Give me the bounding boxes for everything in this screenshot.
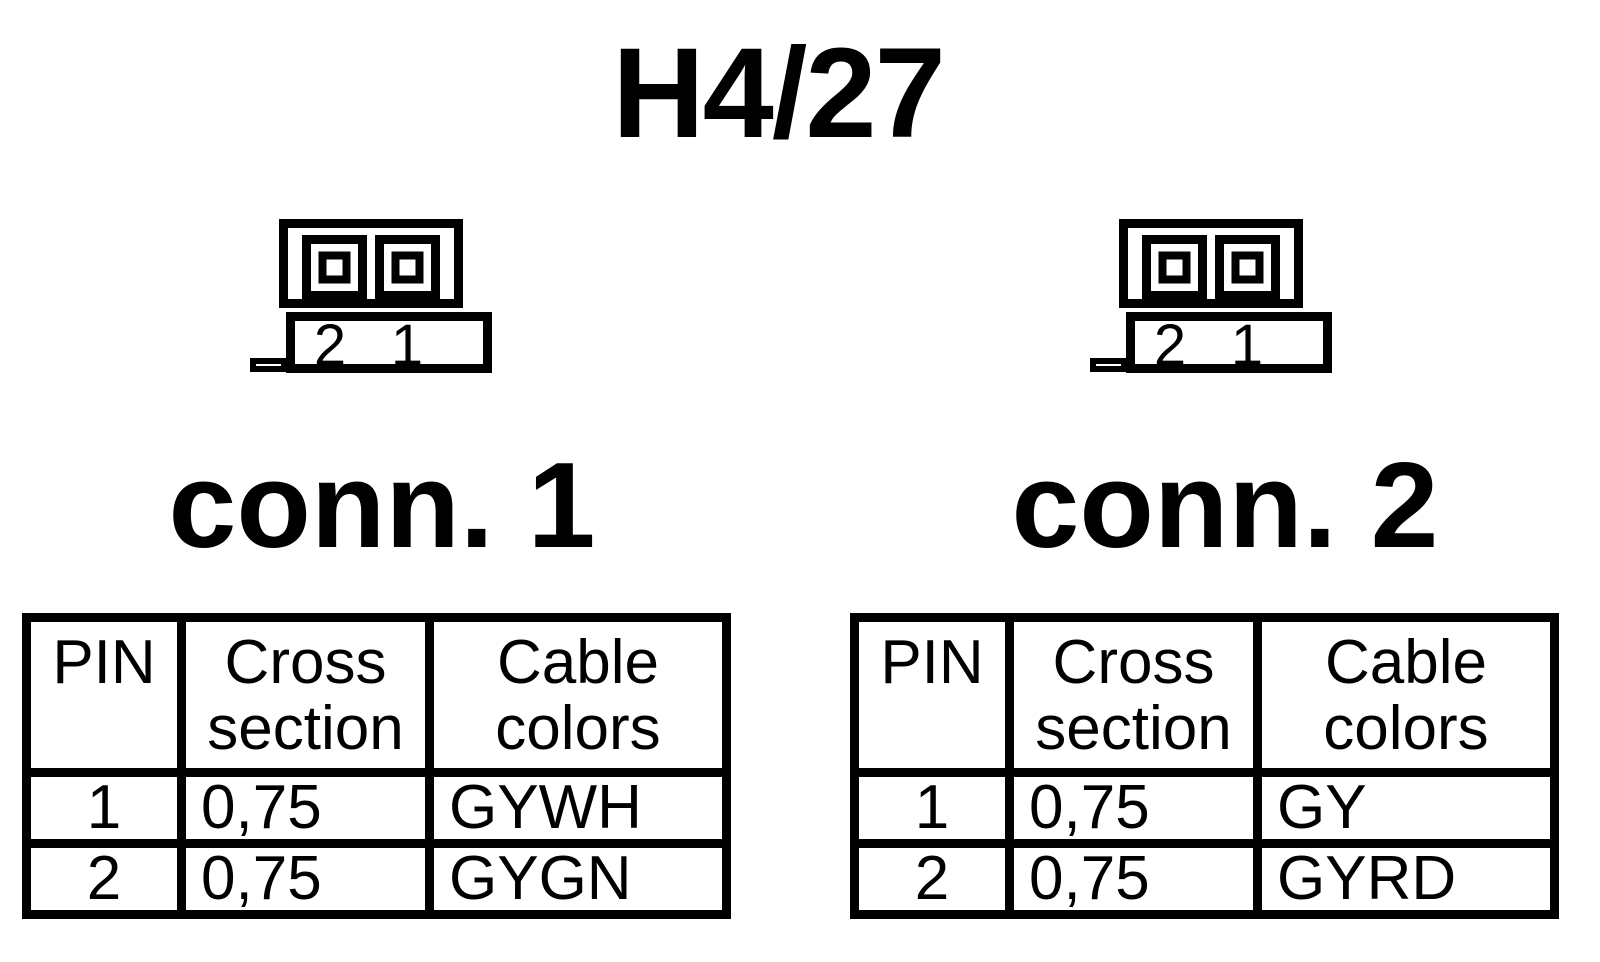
pin-number-label: 2 (1154, 313, 1186, 375)
header-cross-section: Cross section (1005, 613, 1262, 777)
table-row: 1 0,75 GYWH (22, 768, 731, 848)
table-row: 2 0,75 GYGN (22, 839, 731, 919)
connector-2-pin-table: PIN Cross section Cable colors 1 0,75 GY… (850, 613, 1559, 919)
connector-1-pin-table: PIN Cross section Cable colors 1 0,75 GY… (22, 613, 731, 919)
cell-cross-section: 0,75 (177, 839, 434, 919)
cell-pin: 1 (850, 768, 1014, 848)
connector-tab (1090, 358, 1127, 372)
page-title: H4/27 (612, 22, 946, 165)
cell-cable-color: GY (1253, 768, 1559, 848)
header-pin: PIN (850, 613, 1014, 777)
cell-cable-color: GYGN (425, 839, 731, 919)
cell-pin: 2 (22, 839, 186, 919)
pin-cavity-inner (391, 251, 424, 284)
cell-pin: 2 (850, 839, 1014, 919)
cell-pin: 1 (22, 768, 186, 848)
cell-cross-section: 0,75 (177, 768, 434, 848)
table-row: 2 0,75 GYRD (850, 839, 1559, 919)
connector-2-label: conn. 2 (1011, 437, 1439, 573)
cell-cross-section: 0,75 (1005, 768, 1262, 848)
pin-cavity-inner (318, 251, 351, 284)
header-cable-colors: Cable colors (425, 613, 731, 777)
table-header-row: PIN Cross section Cable colors (22, 613, 731, 777)
header-cross-section: Cross section (177, 613, 434, 777)
pin-cavity-outer (1215, 235, 1280, 300)
header-cable-colors: Cable colors (1253, 613, 1559, 777)
connector-2-icon: 2 1 (1090, 219, 1332, 375)
cell-cable-color: GYWH (425, 768, 731, 848)
pin-number-label: 1 (1231, 313, 1263, 375)
pin-number-label: 2 (314, 313, 346, 375)
cell-cable-color: GYRD (1253, 839, 1559, 919)
header-pin: PIN (22, 613, 186, 777)
table-header-row: PIN Cross section Cable colors (850, 613, 1559, 777)
connector-tab (250, 358, 287, 372)
pin-cavity-inner (1231, 251, 1264, 284)
connector-body-lower (1126, 312, 1332, 373)
pin-number-label: 1 (391, 313, 423, 375)
cell-cross-section: 0,75 (1005, 839, 1262, 919)
connector-1-label: conn. 1 (168, 437, 596, 573)
table-row: 1 0,75 GY (850, 768, 1559, 848)
connector-body-lower (286, 312, 492, 373)
pin-cavity-inner (1158, 251, 1191, 284)
connector-1-icon: 2 1 (250, 219, 492, 375)
